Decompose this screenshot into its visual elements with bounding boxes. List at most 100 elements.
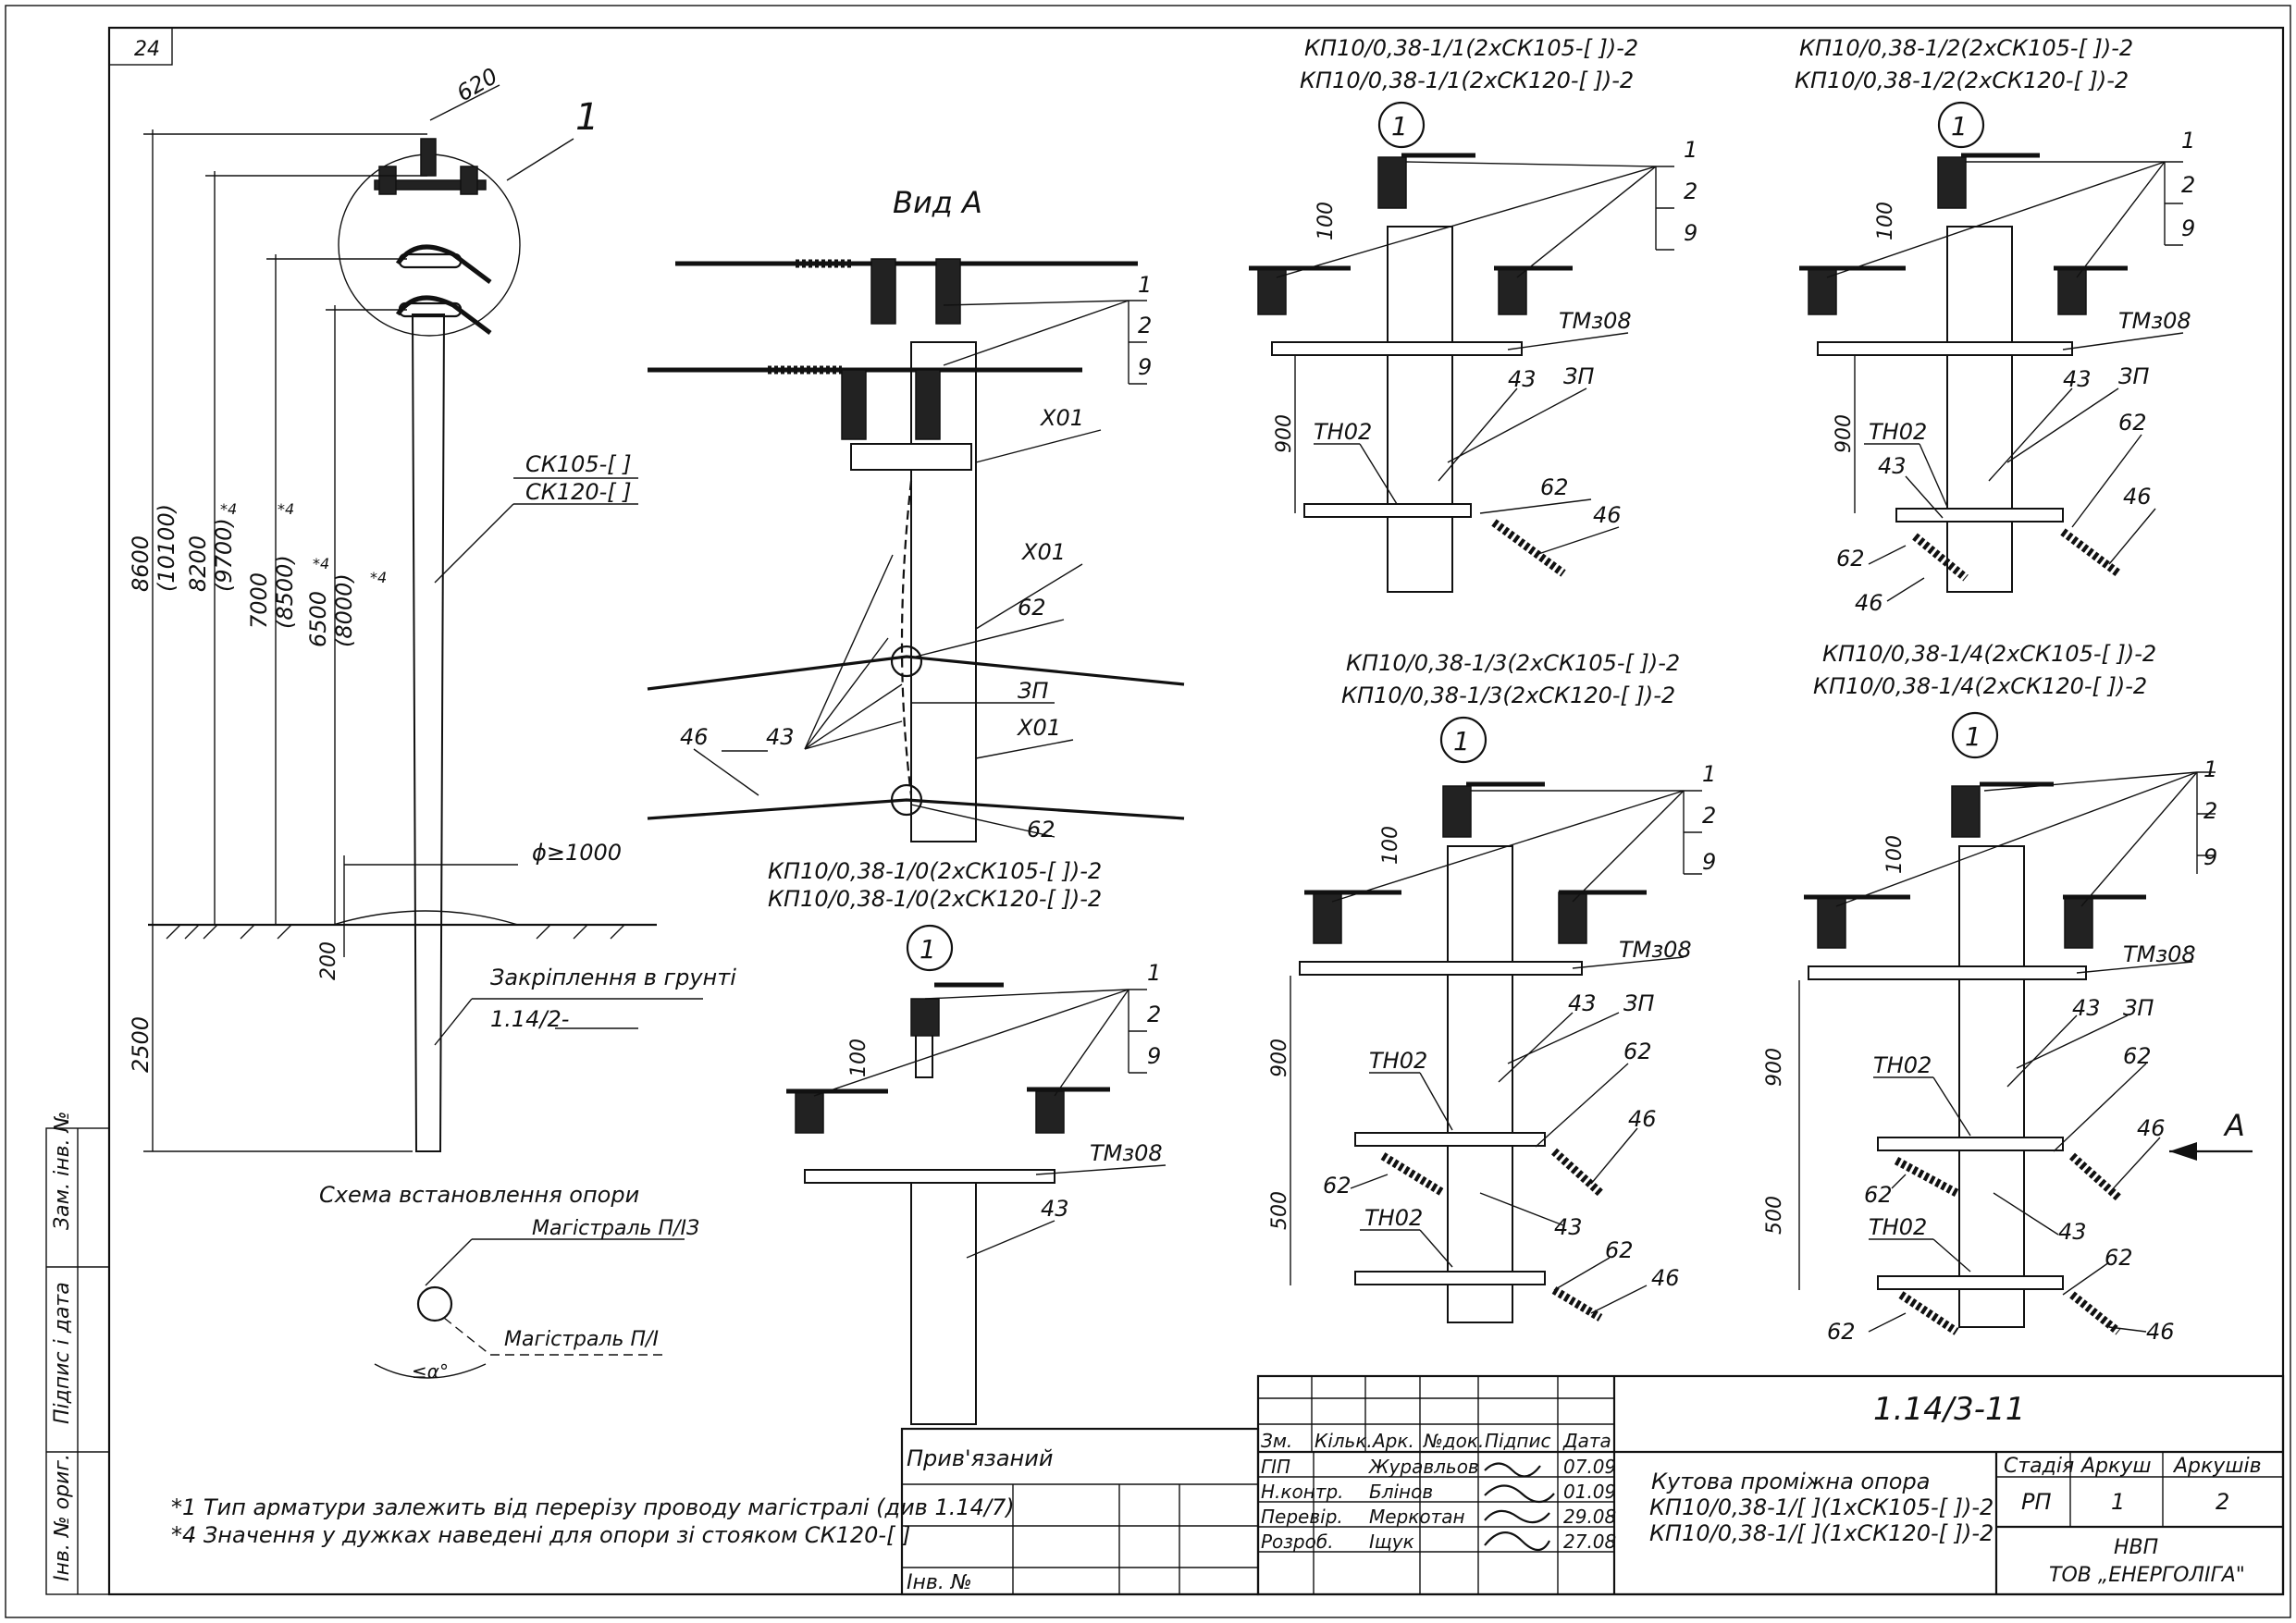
variant-1-1-title-2: КП10/0,38-1/1(2хСК120-[ ])-2 — [1300, 68, 1634, 93]
row-name-3: Іщук — [1369, 1531, 1414, 1553]
side-stamp-zam-inv: Зам. інв. № — [51, 1112, 74, 1231]
scheme-angle: ≤α° — [412, 1360, 449, 1383]
signature-2 — [1484, 1509, 1550, 1524]
row-date-2: 29.08 — [1563, 1506, 1616, 1528]
org-line-1: НВП — [2114, 1536, 2158, 1559]
view-a-x01-c: Х01 — [1016, 715, 1061, 741]
variant-1-1-d100: 100 — [1315, 202, 1338, 240]
stage-value: РП — [2021, 1489, 2052, 1515]
variant-1-4-46a: 46 — [2137, 1115, 2166, 1141]
outer-border — [5, 5, 2291, 1618]
variant-1-4-n1: 1 — [2203, 756, 2217, 782]
variant-1-3-62a: 62 — [1623, 1039, 1652, 1064]
stage-header: Стадія — [2004, 1455, 2074, 1478]
variant-1-2-tmz: ТМз08 — [2118, 308, 2191, 334]
view-a-43: 43 — [766, 724, 795, 750]
row-date-1: 01.09 — [1563, 1481, 1616, 1503]
signature-1 — [1484, 1484, 1555, 1504]
variant-1-4-62d: 62 — [1827, 1319, 1856, 1345]
variant-1-3-title-1: КП10/0,38-1/3(2хСК105-[ ])-2 — [1346, 650, 1680, 676]
variant-1-3-46a: 46 — [1628, 1106, 1657, 1132]
dim-8200-alt: (9700) — [211, 518, 237, 592]
hdr-data: Дата — [1562, 1430, 1611, 1452]
note-2: *4 Значення у дужках наведені для опори … — [171, 1522, 910, 1548]
variant-1-1-3p: ЗП — [1563, 363, 1594, 389]
variant-1-3-43a: 43 — [1568, 990, 1597, 1016]
variant-1-0-n2: 2 — [1147, 1002, 1161, 1027]
row-role-1: Н.контр. — [1261, 1481, 1344, 1503]
variant-1-2-title-1: КП10/0,38-1/2(2хСК105-[ ])-2 — [1799, 35, 2133, 61]
dim-8600-mark: *4 — [220, 500, 237, 518]
signature-3 — [1484, 1531, 1550, 1552]
variant-1-1-circle: 1 — [1391, 111, 1408, 141]
variant-1-2-3p: ЗП — [2118, 363, 2149, 389]
variant-1-2-46b: 46 — [1855, 590, 1883, 616]
variant-1-1-43: 43 — [1508, 366, 1537, 392]
dim-7000-alt: (8500) — [272, 555, 298, 629]
variant-1-4-d100: 100 — [1883, 835, 1907, 874]
variant-1-2-n2: 2 — [2181, 172, 2195, 198]
variant-1-1-title-1: КП10/0,38-1/1(2хСК105-[ ])-2 — [1304, 35, 1638, 61]
variant-1-4-tn1: ТН02 — [1873, 1052, 1932, 1078]
scheme-line-1: Магістраль П/ІЗ — [532, 1217, 699, 1240]
dim-7000-mark: *4 — [313, 555, 329, 572]
ground-fix-label: Закріплення в грунті — [490, 965, 736, 990]
variant-1-4-circle: 1 — [1965, 721, 1981, 752]
variant-1-1-tmz: ТМз08 — [1559, 308, 1632, 334]
side-stamp-signature: Підпис і дата — [51, 1282, 74, 1424]
dim-2500: 2500 — [128, 1016, 154, 1073]
variant-1-3: КП10/0,38-1/3(2хСК105-[ ])-2 КП10/0,38-1… — [1268, 650, 1716, 1323]
view-a-label-9: 9 — [1138, 354, 1152, 380]
variant-1-2-n1: 1 — [2181, 128, 2195, 154]
variant-1-4-tmz: ТМз08 — [2123, 941, 2196, 967]
main-pole-view: 1 620 8600 (10100) 8200 (9700) 7000 (850… — [128, 63, 736, 1152]
variant-1-1-d900: 900 — [1273, 414, 1296, 453]
variant-1-2-circle: 1 — [1951, 111, 1968, 141]
variant-1-3-tn2: ТН02 — [1364, 1205, 1423, 1231]
variant-1-1-n1: 1 — [1684, 137, 1697, 163]
view-a-46: 46 — [680, 724, 709, 750]
side-stamp-inv-orig: Інв. № ориг. — [51, 1454, 74, 1581]
variant-1-4-d900: 900 — [1763, 1048, 1786, 1087]
dim-620: 620 — [452, 63, 502, 106]
variant-1-3-43b: 43 — [1554, 1214, 1583, 1240]
variant-1-2-tn: ТН02 — [1869, 419, 1927, 445]
variant-1-4-43a: 43 — [2072, 995, 2101, 1021]
variant-1-4-62c: 62 — [2105, 1245, 2133, 1271]
signature-0 — [1484, 1462, 1541, 1478]
sheets-header: Аркушів — [2172, 1455, 2262, 1478]
row-name-1: Блінов — [1369, 1481, 1433, 1503]
diameter-label: ϕ≥1000 — [532, 840, 622, 866]
variant-1-3-d900: 900 — [1268, 1039, 1291, 1077]
note-1: *1 Тип арматури залежить від перерізу пр… — [171, 1494, 1015, 1520]
variant-1-2-62a: 62 — [2118, 410, 2147, 436]
variant-1-0-d100: 100 — [847, 1039, 870, 1077]
desc-line-2: КП10/0,38-1/[ ](1хСК105-[ ])-2 — [1649, 1494, 1994, 1520]
dim-8600: 8600 — [128, 535, 154, 592]
variant-1-3-d500: 500 — [1268, 1191, 1291, 1230]
variant-1-0-title-1: КП10/0,38-1/0(2хСК105-[ ])-2 — [768, 858, 1102, 884]
view-a-x01-b: Х01 — [1020, 539, 1066, 565]
view-arrow-head — [2169, 1142, 2197, 1161]
variant-1-4: КП10/0,38-1/4(2хСК105-[ ])-2 КП10/0,38-1… — [1763, 641, 2253, 1345]
variant-1-0: КП10/0,38-1/0(2хСК105-[ ])-2 КП10/0,38-1… — [768, 858, 1167, 1425]
row-name-2: Меркотан — [1369, 1506, 1465, 1528]
dim-6500-alt: (8000) — [331, 573, 357, 647]
variant-1-4-n2: 2 — [2203, 798, 2217, 824]
hdr-zm: Зм. — [1261, 1430, 1292, 1452]
view-a-62-a: 62 — [1018, 595, 1046, 621]
desc-line-1: Кутова проміжна опора — [1651, 1469, 1930, 1494]
sheets-value: 2 — [2216, 1489, 2229, 1515]
row-name-0: Журавльов — [1367, 1456, 1479, 1478]
hdr-ark: Арк. — [1371, 1430, 1414, 1452]
title-block: Прив'язаний Інв. № 1.14/3-11 Зм. Кільк. … — [900, 1374, 2285, 1596]
variant-1-3-n2: 2 — [1702, 803, 1716, 829]
view-a-62-b: 62 — [1027, 817, 1055, 842]
variant-1-3-tmz: ТМз08 — [1619, 937, 1692, 963]
variant-1-2-title-2: КП10/0,38-1/2(2хСК120-[ ])-2 — [1795, 68, 2129, 93]
dim-6500: 6500 — [305, 591, 331, 647]
view-a-3p: ЗП — [1018, 678, 1048, 704]
side-stamp: Зам. інв. № Підпис і дата Інв. № ориг. — [45, 1112, 110, 1595]
variant-1-1-n2: 2 — [1684, 178, 1697, 204]
sheet-header: Аркуш — [2080, 1455, 2151, 1478]
